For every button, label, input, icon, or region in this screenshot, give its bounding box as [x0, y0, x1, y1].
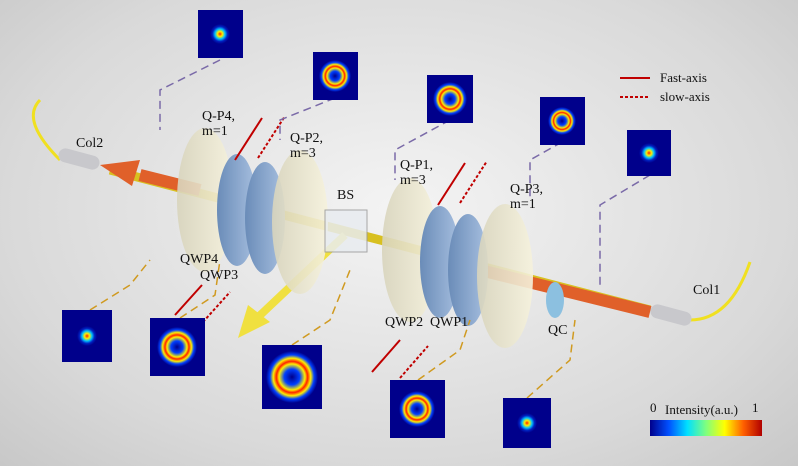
fiber-col1 [689, 261, 752, 322]
beam-splitter [324, 209, 368, 253]
output-arrow [100, 160, 140, 186]
qp3-text: Q-P3, [510, 182, 544, 197]
qp2-text: Q-P2, [290, 131, 324, 146]
collimator-col2 [58, 148, 100, 170]
mode-images [62, 10, 671, 448]
label-qp3: Q-P3,m=1 [510, 182, 543, 212]
q-plate-3 [477, 204, 533, 348]
label-qp1: Q-P1,m=3 [400, 158, 433, 188]
colorbar-max: 1 [752, 400, 759, 415]
legend-slow-axis: slow-axis [660, 89, 710, 104]
qwp1 [448, 214, 488, 326]
bottom-leaders [89, 259, 576, 399]
qp4-m: m=1 [202, 124, 228, 139]
axis-marks [174, 77, 650, 379]
qp1-text: Q-P1, [400, 158, 434, 173]
label-qp4: Q-P4,m=1 [202, 109, 235, 139]
label-qwp3: QWP3 [200, 268, 239, 283]
label-col2: Col2 [76, 136, 104, 151]
label-bs: BS [337, 188, 355, 203]
label-qc: QC [548, 323, 568, 338]
q-plate-4 [177, 128, 233, 272]
label-col1: Col1 [693, 283, 721, 298]
qp1-m: m=3 [400, 173, 426, 188]
top-leaders [159, 59, 651, 285]
colorbar [650, 420, 762, 436]
label-qwp4: QWP4 [180, 252, 219, 267]
label-qwp2: QWP2 [385, 315, 424, 330]
legend-fast-axis: Fast-axis [660, 70, 707, 85]
qp2-m: m=3 [290, 146, 316, 161]
label-qp2: Q-P2,m=3 [290, 131, 323, 161]
fiber-col2 [31, 98, 62, 162]
label-qwp1: QWP1 [430, 315, 469, 330]
collimator-col1 [650, 304, 692, 326]
qp3-m: m=1 [510, 197, 536, 212]
quartz-crystal [546, 282, 564, 318]
colorbar-min: 0 [650, 400, 657, 415]
q-plate-2 [272, 150, 328, 294]
qp4-text: Q-P4, [202, 109, 236, 124]
colorbar-title: Intensity(a.u.) [665, 402, 738, 417]
